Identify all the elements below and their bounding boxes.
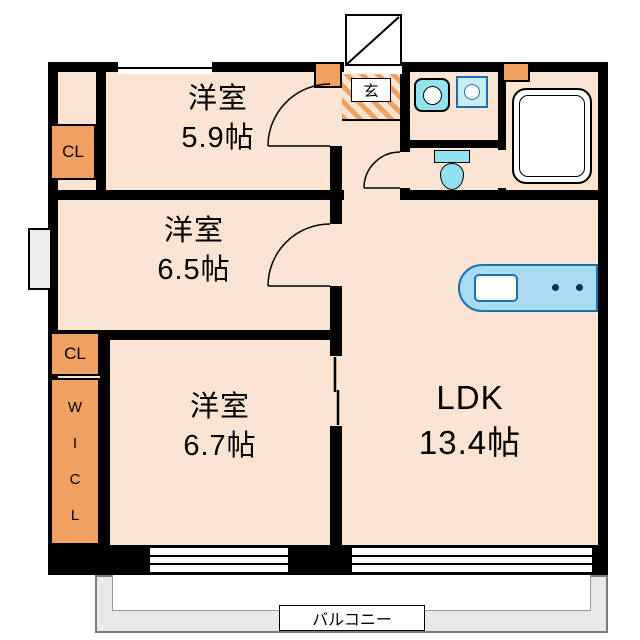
room-name: 洋室 <box>187 83 248 115</box>
window <box>352 548 592 572</box>
closet-cl1: CL <box>50 124 96 180</box>
stove-knob-icon <box>576 284 583 291</box>
wall-segment <box>96 62 106 190</box>
closet-label: CL <box>62 142 84 161</box>
door-opening <box>400 152 410 188</box>
window <box>150 548 288 572</box>
sliding-door-opening <box>330 356 342 426</box>
balcony-label: バルコニー <box>279 605 425 631</box>
pipe-space <box>28 228 52 290</box>
room-size: 6.7帖 <box>183 430 257 463</box>
toilet-tank-icon <box>434 150 470 163</box>
room-size: 13.4帖 <box>418 423 522 461</box>
wicl-letter: L <box>70 507 80 524</box>
wall-segment <box>48 190 608 200</box>
washbasin-icon <box>414 78 450 112</box>
kitchen-sink-icon <box>474 274 518 302</box>
room-name: 洋室 <box>189 391 250 423</box>
wall-segment <box>400 62 410 200</box>
shoe-cabinet <box>314 62 342 88</box>
stove-knob-icon <box>552 284 559 291</box>
door-opening <box>330 224 342 286</box>
room-size: 6.5帖 <box>157 254 231 287</box>
wicl-letter: C <box>69 471 81 488</box>
bathtub-icon <box>512 88 592 184</box>
room-size: 5.9帖 <box>181 122 255 155</box>
door-opening <box>498 150 506 188</box>
room-label-yoshitsu-59: 洋室 5.9帖 <box>118 80 318 158</box>
wall-segment <box>100 330 110 545</box>
walk-in-closet: W I C L <box>50 378 100 545</box>
wall-segment <box>498 62 506 200</box>
closet-label: CL <box>64 344 86 363</box>
room-name: LDK <box>436 379 504 416</box>
entrance-door-icon <box>345 14 402 66</box>
room-label-ldk: LDK 13.4帖 <box>370 376 570 465</box>
room-label-yoshitsu-65: 洋室 6.5帖 <box>94 212 294 290</box>
shoe-cabinet <box>502 62 530 82</box>
genkan-text: 玄 <box>363 82 379 100</box>
genkan-label: 玄 <box>351 78 391 102</box>
room-label-yoshitsu-67: 洋室 6.7帖 <box>120 388 320 466</box>
kitchen-counter <box>458 264 598 312</box>
washing-machine-icon <box>456 76 488 108</box>
wicl-letter: W <box>67 399 83 416</box>
wicl-letter: I <box>72 435 78 452</box>
window <box>118 62 212 74</box>
closet-cl2: CL <box>50 332 100 376</box>
room-name: 洋室 <box>163 215 224 247</box>
toilet-icon <box>440 163 464 190</box>
door-opening <box>330 84 342 146</box>
balcony-text: バルコニー <box>312 612 392 629</box>
door-opening <box>344 190 400 200</box>
wall-segment <box>400 140 506 148</box>
wall-segment <box>48 330 342 340</box>
